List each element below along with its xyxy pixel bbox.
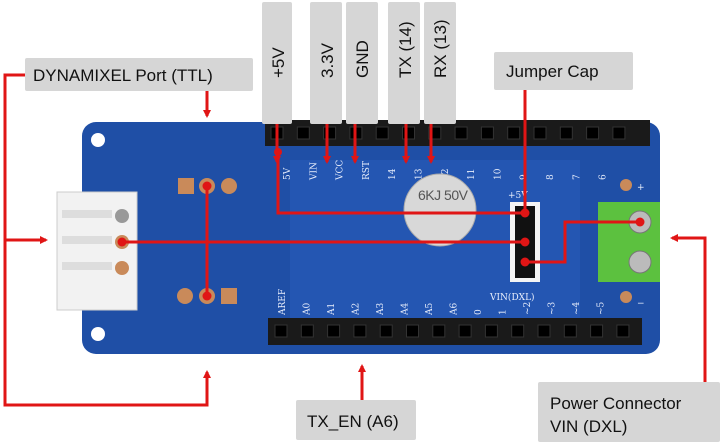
pin-silkscreen-label: ~5 bbox=[597, 301, 607, 315]
svg-text:DYNAMIXEL Port (TTL): DYNAMIXEL Port (TTL) bbox=[33, 66, 213, 85]
svg-text:Jumper Cap: Jumper Cap bbox=[506, 62, 599, 81]
dynamixel-connector bbox=[56, 191, 138, 311]
pin-silkscreen-label: 1 bbox=[499, 309, 509, 315]
pin-silkscreen-label: A5 bbox=[425, 303, 435, 316]
header-pin bbox=[454, 126, 468, 140]
pin-silkscreen-label: A1 bbox=[327, 303, 337, 316]
header-pin bbox=[300, 324, 314, 338]
label-tx: TX (14) bbox=[388, 2, 420, 124]
pin-silkscreen-label: A6 bbox=[450, 303, 460, 316]
pin-silkscreen-label: VCC bbox=[336, 160, 346, 181]
svg-text:3.3V: 3.3V bbox=[318, 42, 337, 78]
pin-silkscreen-label: A4 bbox=[401, 303, 411, 316]
svg-text:TX (14): TX (14) bbox=[396, 21, 415, 78]
pin-silkscreen-label: ~4 bbox=[572, 301, 582, 315]
header-pin bbox=[563, 324, 577, 338]
pin-silkscreen-label: 5V bbox=[283, 167, 293, 180]
pin-silkscreen-label: 11 bbox=[467, 169, 477, 180]
label-3v3: 3.3V bbox=[310, 2, 342, 124]
header-pin bbox=[274, 324, 288, 338]
header-pin bbox=[432, 324, 446, 338]
plus-silk-icon: + bbox=[637, 183, 645, 193]
header-pin bbox=[533, 126, 547, 140]
header-pin bbox=[458, 324, 472, 338]
ttl-pads-bottom bbox=[177, 288, 237, 304]
header-pin bbox=[511, 324, 525, 338]
header-pin bbox=[612, 126, 626, 140]
pin-silkscreen-label: VIN bbox=[309, 162, 319, 181]
label-rx: RX (13) bbox=[424, 2, 456, 124]
pin-silkscreen-label: 7 bbox=[572, 174, 582, 180]
label-power-connector: Power Connector VIN (DXL) bbox=[538, 382, 720, 442]
minus-silk-icon: − bbox=[637, 299, 645, 309]
svg-text:Power Connector: Power Connector bbox=[550, 394, 682, 413]
header-pin bbox=[323, 126, 337, 140]
header-pin bbox=[402, 126, 415, 140]
header-pin bbox=[379, 324, 393, 338]
header-pin bbox=[537, 324, 551, 338]
pin-silkscreen-label: 6 bbox=[599, 174, 609, 180]
svg-text:VIN(DXL): VIN(DXL) bbox=[489, 292, 535, 303]
label-5v: +5V bbox=[262, 2, 292, 124]
svg-text:+5V: +5V bbox=[269, 47, 288, 78]
highlight-traces bbox=[117, 148, 645, 301]
pin-silkscreen-label: A3 bbox=[376, 303, 386, 316]
svg-text:6KJ 50V: 6KJ 50V bbox=[418, 187, 469, 203]
header-pin bbox=[586, 126, 600, 140]
svg-text:VIN (DXL): VIN (DXL) bbox=[550, 417, 627, 436]
header-pin bbox=[406, 324, 419, 338]
pin-silkscreen-label: AREF bbox=[278, 289, 288, 316]
power-terminal-block bbox=[598, 202, 660, 282]
pin-silkscreen-label: ~3 bbox=[548, 301, 558, 315]
svg-text:+5V: +5V bbox=[508, 191, 528, 201]
header-pin bbox=[353, 324, 367, 338]
svg-text:GND: GND bbox=[353, 40, 372, 78]
header-pin bbox=[480, 126, 494, 140]
header-pin bbox=[296, 126, 310, 140]
capacitor: 6KJ 50V bbox=[403, 173, 477, 247]
header-pin bbox=[616, 324, 630, 338]
pin-silkscreen-label: 8 bbox=[546, 174, 556, 180]
label-tx-en: TX_EN (A6) bbox=[296, 400, 416, 440]
pin-silkscreen-label: ~2 bbox=[523, 302, 533, 315]
header-pin bbox=[507, 126, 521, 140]
header-pin bbox=[327, 324, 341, 338]
pin-silkscreen-label: RST bbox=[362, 161, 372, 180]
pin-silkscreen-label: A2 bbox=[352, 303, 362, 316]
top-pin-header bbox=[265, 120, 650, 146]
header-pin bbox=[375, 126, 389, 140]
pin-silkscreen-label: A0 bbox=[303, 303, 313, 316]
label-gnd: GND bbox=[346, 2, 378, 124]
label-jumper-cap: Jumper Cap bbox=[494, 52, 633, 90]
label-dynamixel-port: DYNAMIXEL Port (TTL) bbox=[25, 58, 253, 91]
pin-silkscreen-label: 13 bbox=[415, 168, 425, 180]
annotation-arrows bbox=[3, 73, 707, 407]
svg-text:TX_EN (A6): TX_EN (A6) bbox=[307, 412, 399, 431]
bottom-pin-header bbox=[268, 318, 642, 345]
header-pin bbox=[590, 324, 604, 338]
header-pin bbox=[484, 324, 498, 338]
pin-silkscreen-label: 14 bbox=[388, 168, 398, 180]
pin-silkscreen-label: 10 bbox=[493, 168, 503, 180]
svg-text:RX (13): RX (13) bbox=[431, 19, 450, 78]
header-pin bbox=[559, 126, 573, 140]
pin-silkscreen-label: 0 bbox=[474, 309, 484, 315]
